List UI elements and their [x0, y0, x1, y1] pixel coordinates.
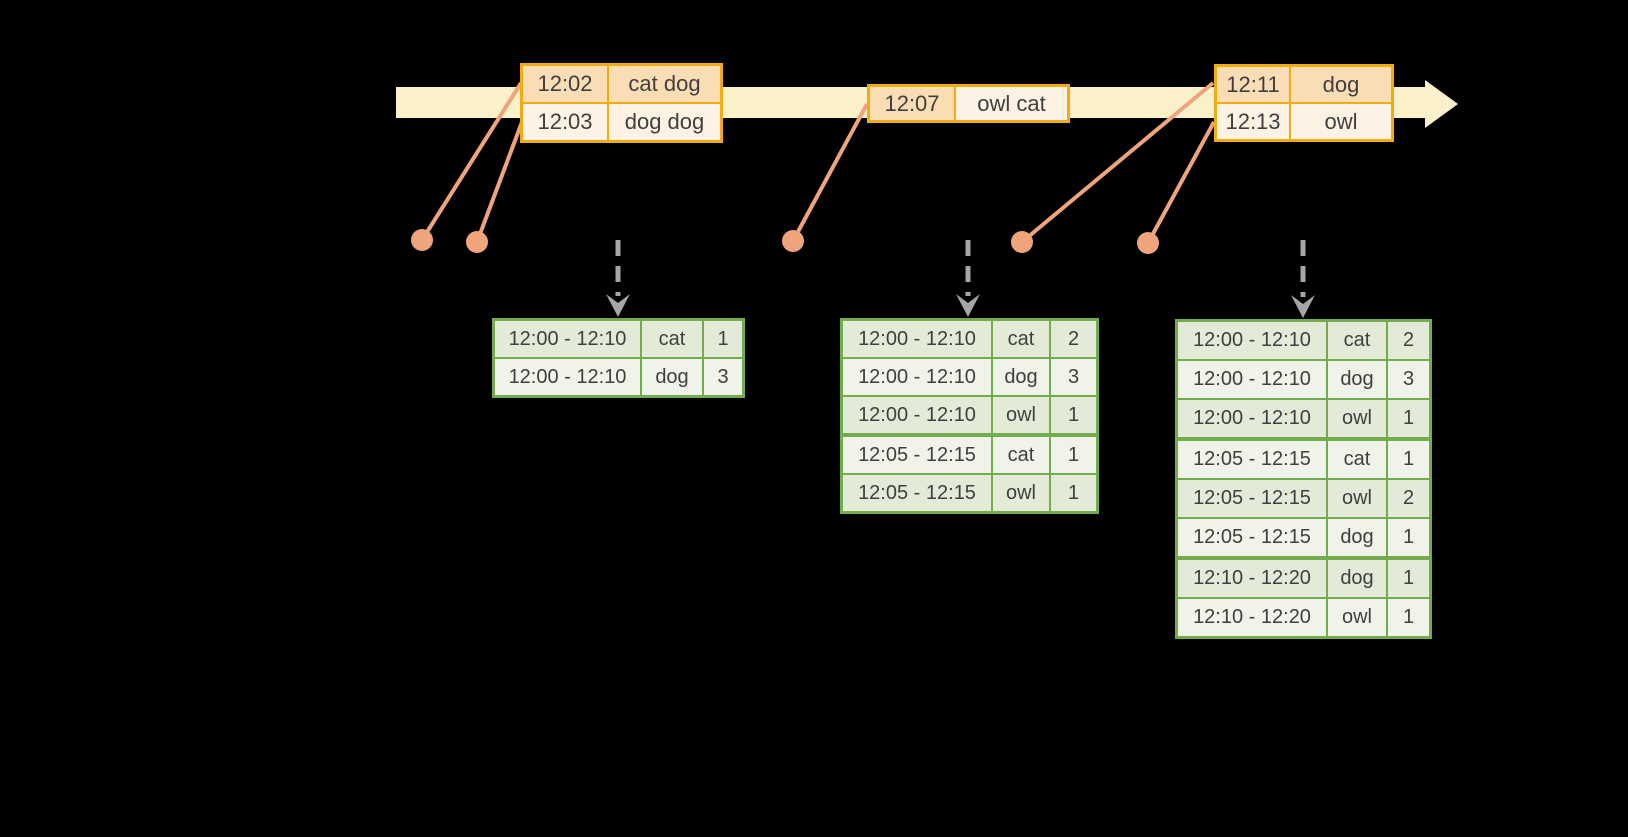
result-word-cell: owl [1328, 400, 1386, 437]
result-window-cell: 12:00 - 12:10 [1178, 361, 1326, 398]
result-word-cell: owl [1328, 480, 1386, 517]
result-row: 12:00 - 12:10 owl 1 [843, 397, 1096, 433]
event-row: 12:02 cat dog [523, 66, 720, 102]
result-window-cell: 12:05 - 12:15 [1178, 519, 1326, 556]
result-row: 12:00 - 12:10 owl 1 [1178, 400, 1429, 437]
down-arrow-icon [956, 294, 980, 317]
result-window-cell: 12:05 - 12:15 [843, 475, 991, 511]
result-count-cell: 3 [704, 359, 742, 395]
result-window-cell: 12:05 - 12:15 [843, 437, 991, 473]
result-word-cell: dog [1328, 361, 1386, 398]
event-row: 12:07 owl cat [870, 87, 1067, 120]
result-count-cell: 2 [1051, 321, 1096, 357]
event-marker-dot [411, 229, 433, 251]
result-window-cell: 12:00 - 12:10 [495, 359, 640, 395]
result-row: 12:05 - 12:15 owl 1 [843, 475, 1096, 511]
result-row: 12:00 - 12:10 dog 3 [843, 359, 1096, 395]
result-word-cell: owl [993, 475, 1049, 511]
result-row: 12:00 - 12:10 cat 2 [1178, 322, 1429, 359]
result-word-cell: dog [642, 359, 702, 395]
result-count-cell: 1 [1051, 437, 1096, 473]
event-row: 12:13 owl [1217, 104, 1391, 139]
result-row: 12:05 - 12:15 owl 2 [1178, 480, 1429, 517]
event-row: 12:03 dog dog [523, 104, 720, 140]
result-count-cell: 1 [1388, 599, 1429, 636]
result-table-2: 12:00 - 12:10 cat 2 12:00 - 12:10 dog 3 … [840, 318, 1099, 514]
result-row: 12:10 - 12:20 dog 1 [1178, 560, 1429, 597]
result-word-cell: dog [1328, 519, 1386, 556]
down-arrow-icon [1291, 295, 1315, 318]
result-table-1: 12:00 - 12:10 cat 1 12:00 - 12:10 dog 3 [492, 318, 745, 398]
event-row: 12:11 dog [1217, 67, 1391, 102]
result-window-cell: 12:00 - 12:10 [495, 321, 640, 357]
event-time-cell: 12:03 [523, 104, 607, 140]
event-marker-dot [1011, 231, 1033, 253]
timeline-arrowhead-icon [1425, 80, 1458, 128]
result-row: 12:00 - 12:10 dog 3 [495, 359, 742, 395]
event-link-line [1020, 81, 1215, 244]
result-count-cell: 1 [1388, 400, 1429, 437]
result-row: 12:00 - 12:10 cat 1 [495, 321, 742, 357]
event-time-cell: 12:02 [523, 66, 607, 102]
result-count-cell: 3 [1051, 359, 1096, 395]
event-batch-table-3: 12:11 dog 12:13 owl [1214, 64, 1394, 142]
result-row: 12:00 - 12:10 dog 3 [1178, 361, 1429, 398]
event-time-cell: 12:07 [870, 87, 954, 120]
down-arrow-icon [606, 294, 630, 317]
result-window-cell: 12:00 - 12:10 [843, 359, 991, 395]
event-words-cell: dog dog [609, 104, 720, 140]
result-word-cell: cat [1328, 441, 1386, 478]
result-count-cell: 1 [1388, 519, 1429, 556]
result-word-cell: cat [1328, 322, 1386, 359]
result-row: 12:05 - 12:15 dog 1 [1178, 519, 1429, 556]
result-window-cell: 12:00 - 12:10 [1178, 400, 1326, 437]
event-link-line [420, 81, 523, 242]
result-window-cell: 12:10 - 12:20 [1178, 560, 1326, 597]
result-window-cell: 12:00 - 12:10 [1178, 322, 1326, 359]
result-count-cell: 1 [1051, 475, 1096, 511]
result-word-cell: owl [993, 397, 1049, 433]
result-word-cell: dog [993, 359, 1049, 395]
result-count-cell: 3 [1388, 361, 1429, 398]
event-words-cell: owl cat [956, 87, 1067, 120]
result-row: 12:05 - 12:15 cat 1 [843, 437, 1096, 473]
result-count-cell: 1 [1388, 560, 1429, 597]
event-link-line [1146, 121, 1216, 244]
event-time-cell: 12:13 [1217, 104, 1289, 139]
result-count-cell: 1 [1051, 397, 1096, 433]
event-words-cell: owl [1291, 104, 1391, 139]
event-words-cell: dog [1291, 67, 1391, 102]
event-link-line [475, 121, 524, 243]
event-marker-dot [1137, 232, 1159, 254]
event-link-line [791, 103, 869, 242]
result-count-cell: 1 [704, 321, 742, 357]
result-count-cell: 1 [1388, 441, 1429, 478]
result-row: 12:00 - 12:10 cat 2 [843, 321, 1096, 357]
event-batch-table-1: 12:02 cat dog 12:03 dog dog [520, 63, 723, 143]
result-window-cell: 12:00 - 12:10 [843, 397, 991, 433]
event-time-cell: 12:11 [1217, 67, 1289, 102]
result-word-cell: cat [993, 437, 1049, 473]
result-window-cell: 12:00 - 12:10 [843, 321, 991, 357]
result-count-cell: 2 [1388, 322, 1429, 359]
result-row: 12:10 - 12:20 owl 1 [1178, 599, 1429, 636]
result-count-cell: 2 [1388, 480, 1429, 517]
result-word-cell: owl [1328, 599, 1386, 636]
result-window-cell: 12:10 - 12:20 [1178, 599, 1326, 636]
result-table-3: 12:00 - 12:10 cat 2 12:00 - 12:10 dog 3 … [1175, 319, 1432, 639]
result-row: 12:05 - 12:15 cat 1 [1178, 441, 1429, 478]
event-words-cell: cat dog [609, 66, 720, 102]
event-marker-dot [466, 231, 488, 253]
event-marker-dot [782, 230, 804, 252]
result-window-cell: 12:05 - 12:15 [1178, 480, 1326, 517]
result-word-cell: cat [993, 321, 1049, 357]
result-word-cell: cat [642, 321, 702, 357]
result-window-cell: 12:05 - 12:15 [1178, 441, 1326, 478]
result-word-cell: dog [1328, 560, 1386, 597]
event-batch-table-2: 12:07 owl cat [867, 84, 1070, 123]
